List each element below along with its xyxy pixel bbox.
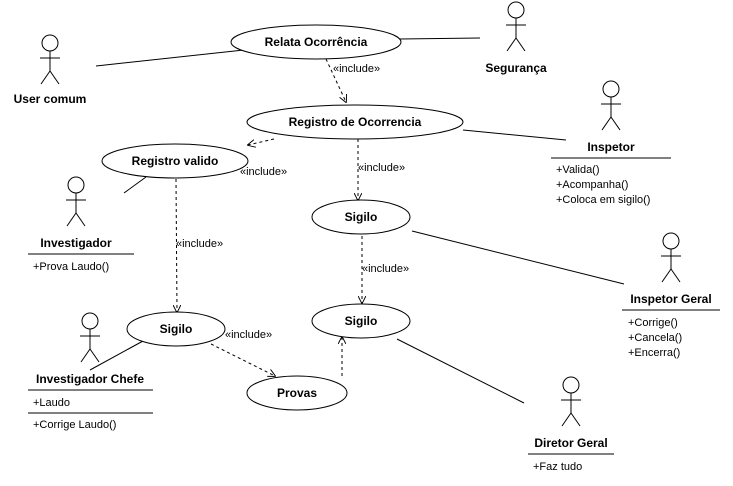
use-case-registro-valido[interactable]: Registro valido	[101, 143, 249, 179]
use-case-label: Registro valido	[132, 154, 219, 168]
stick-figure-icon	[562, 376, 580, 394]
use-case-sigilo-center[interactable]: Sigilo	[311, 199, 411, 235]
actor-label: Diretor Geral	[534, 436, 607, 450]
operation: +Encerra()	[628, 347, 680, 359]
operation: +Corrige()	[628, 317, 678, 329]
assoc-user-relata	[95, 48, 254, 67]
use-case-label: Provas	[277, 386, 317, 400]
stick-figure-icon	[662, 232, 680, 250]
actor-investigador[interactable]: Investigador +Prova Laudo()	[28, 176, 134, 273]
stereo-3: «include»	[358, 162, 405, 174]
stereo-1: «include»	[333, 63, 380, 75]
actor-diretor-geral[interactable]: Diretor Geral +Faz tudo	[528, 376, 614, 473]
actor-inspetor-geral[interactable]: Inspetor Geral +Corrige() +Cancela() +En…	[622, 232, 720, 359]
stereo-5: «include»	[362, 263, 409, 275]
stick-figure-icon	[81, 312, 99, 330]
use-case-label: Relata Ocorrência	[265, 35, 368, 49]
actor-label: Investigador Chefe	[36, 372, 144, 386]
stereo-6: «include»	[225, 329, 272, 341]
use-case-relata-ocorrencia[interactable]: Relata Ocorrência	[230, 24, 402, 60]
actor-investigador-chefe[interactable]: Investigador Chefe +Laudo +Corrige Laudo…	[28, 312, 153, 431]
assoc-inspetorgeral-sigilo	[411, 230, 625, 285]
operation: +Valida()	[556, 164, 600, 176]
stereo-2: «include»	[240, 166, 287, 178]
operation: +Faz tudo	[533, 461, 582, 473]
actor-inspetor[interactable]: Inspetor +Valida() +Acompanha() +Coloca …	[551, 80, 671, 206]
stick-figure-icon	[67, 176, 85, 194]
use-case-label: Registro de Ocorrencia	[289, 115, 422, 129]
assoc-chefe-sigilo	[89, 340, 144, 371]
operation: +Coloca em sigilo()	[556, 194, 650, 206]
stereotype-labels: «include» «include» «include» «include» …	[176, 63, 409, 341]
include-relata-registro	[325, 58, 346, 102]
actor-seguranca[interactable]: Segurança	[485, 1, 547, 75]
use-case-sigilo-right[interactable]: Sigilo	[311, 303, 411, 339]
include-registro-valido	[248, 138, 275, 145]
include-valido-sigilo	[176, 178, 177, 312]
use-case-label: Sigilo	[345, 314, 378, 328]
include-dependencies	[176, 58, 362, 376]
actor-label: Segurança	[485, 61, 547, 75]
assoc-inspetor-registro	[462, 129, 567, 141]
assoc-seguranca-relata	[399, 37, 481, 40]
assoc-diretor-sigilo	[396, 338, 525, 404]
attribute: +Laudo	[33, 397, 70, 409]
stick-figure-icon	[507, 1, 525, 19]
use-case-registro-ocorrencia[interactable]: Registro de Ocorrencia	[246, 104, 464, 140]
use-case-provas[interactable]: Provas	[246, 375, 348, 411]
stick-figure-icon	[602, 80, 620, 98]
operation: +Cancela()	[628, 332, 682, 344]
actor-user-comum[interactable]: User comum	[14, 34, 87, 106]
use-case-label: Sigilo	[160, 322, 193, 336]
operation: +Acompanha()	[556, 179, 628, 191]
operation: +Prova Laudo()	[33, 261, 109, 273]
associations	[89, 37, 625, 404]
stereo-4: «include»	[176, 238, 223, 250]
assoc-investigador-valido	[123, 176, 147, 194]
actor-label: Inspetor	[587, 140, 635, 154]
stick-figure-icon	[41, 34, 59, 52]
operation: +Corrige Laudo()	[33, 419, 116, 431]
use-case-sigilo-left[interactable]: Sigilo	[126, 311, 226, 347]
actor-label: User comum	[14, 92, 87, 106]
actor-label: Inspetor Geral	[630, 292, 711, 306]
use-case-label: Sigilo	[345, 210, 378, 224]
include-sigilo-provas	[210, 343, 275, 376]
actor-label: Investigador	[40, 236, 112, 250]
